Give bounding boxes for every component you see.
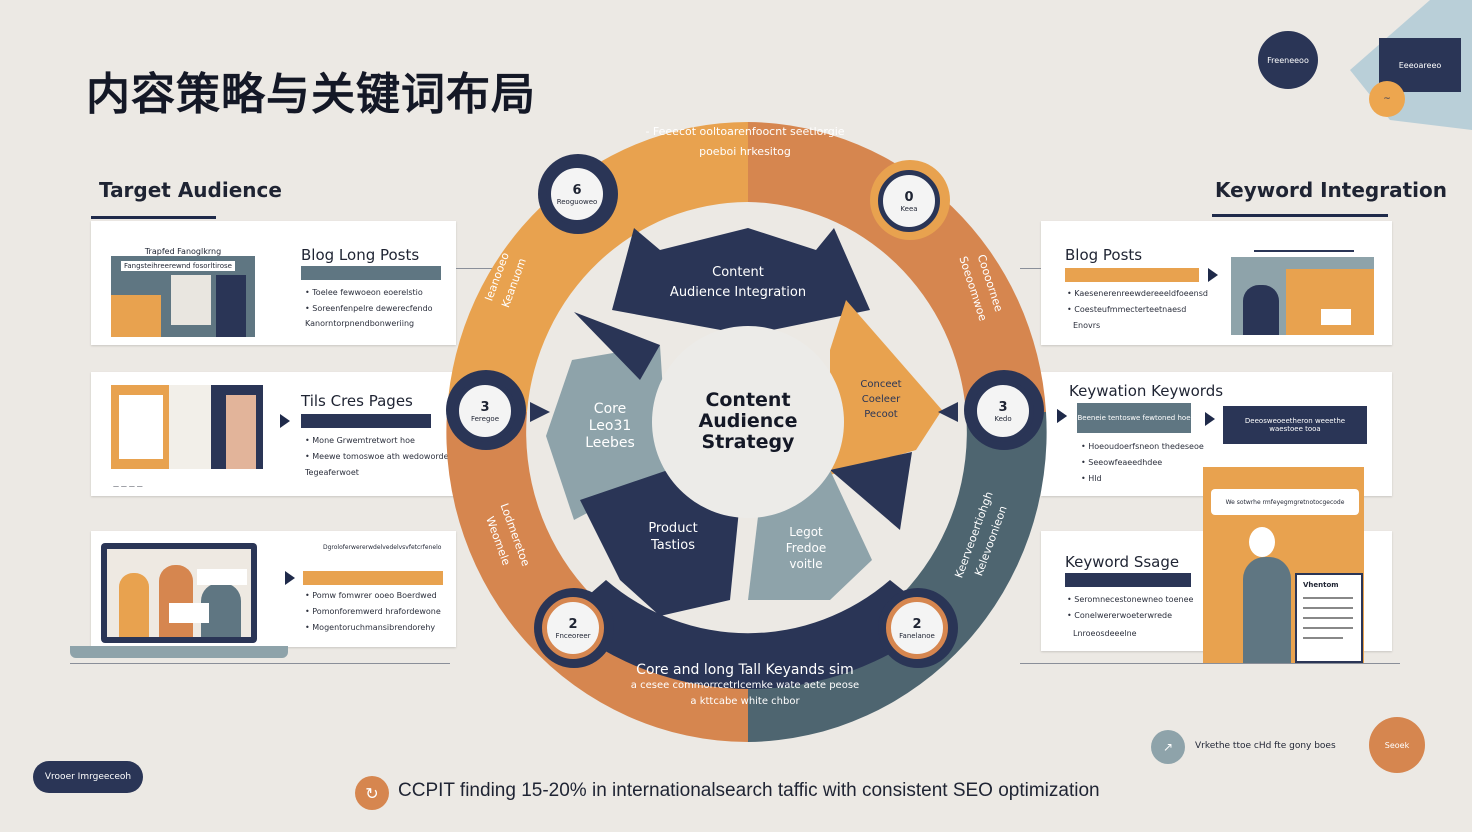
card-bullet: Enovrs (1073, 321, 1101, 330)
small-card-title: Vhentom (1303, 581, 1339, 589)
illustration-image (1231, 257, 1374, 335)
card-bar (301, 266, 441, 280)
top-right-circle-label: Freeneeoo (1267, 55, 1309, 65)
laptop-illustration (101, 543, 257, 643)
card-bullet: • Soreenfenpelre dewerecfendo (305, 304, 433, 313)
card-bullet: • Hoeoudoerfsneon thedeseoe (1081, 442, 1204, 451)
connector-line (70, 663, 450, 664)
inner-segment-right (830, 300, 942, 475)
ring-segment-top-right (748, 122, 1046, 412)
card-bullet: Kanorntorpnendbonweriing (305, 319, 415, 328)
card-bullet: • Mogentoruchmansibrendorehy (305, 623, 436, 632)
connector-line (456, 268, 496, 269)
card-title: Tils Cres Pages (301, 392, 413, 410)
image-subtitle: Fangsteihreerewnd fosorltirose (121, 261, 235, 271)
card-bar (301, 414, 431, 428)
top-right-small-circle: ~ (1369, 81, 1405, 117)
card-bar (1065, 573, 1191, 587)
card-bullet: • Coesteufmmecterteetnaesd (1067, 305, 1187, 314)
arrow-right-icon (1205, 412, 1215, 426)
arrow-right-icon (280, 414, 290, 428)
right-section-rule (1212, 214, 1388, 217)
card-bullet: • Toelee fewwoeon eoerelstio (305, 288, 423, 297)
connector-line (1020, 268, 1041, 269)
footer-statistic: CCPIT finding 15-20% in internationalsea… (398, 780, 1100, 801)
keyword-box-navy: Deeosweoeetheron weeethe waestoee tooa (1223, 406, 1367, 444)
top-right-box-label: Eeeoareeo (1398, 60, 1442, 70)
top-right-small-circle-label: ~ (1383, 94, 1391, 104)
wheel-center-circle (652, 326, 844, 518)
card-bullet: • Kaesenerenreewdereeeldfoeensd (1067, 289, 1208, 298)
card-bullet: Tegeaferwoet (305, 468, 359, 477)
card-bullet: Lnroeosdeeelne (1073, 629, 1137, 638)
left-card-blog-long-posts[interactable]: Trapfed Fanoglkrng Fangsteihreerewnd fos… (91, 221, 456, 345)
card-bullet: • Seeowfeaeedhdee (1081, 458, 1163, 467)
inner-segment-left (546, 345, 668, 520)
arrow-right-icon (1208, 268, 1218, 282)
left-section-rule (91, 216, 216, 219)
bottom-left-pill[interactable]: Vrooer Imrgeeceoh (33, 761, 143, 793)
card-bullet: • Pomw fomwrer ooeo Boerdwed (305, 591, 437, 600)
card-bullet: • Hld (1081, 474, 1102, 483)
left-card-three[interactable]: Dgroloferwererwdelvedelvsvfetcrfenelo • … (91, 531, 456, 647)
illustration-image (111, 385, 263, 469)
right-card-blog-posts[interactable]: Blog Posts • Kaesenerenreewdereeeldfoeen… (1041, 221, 1392, 345)
card-dash-line (1254, 250, 1354, 252)
keyword-box: Beeneie tentoswe fewtoned hoe (1077, 403, 1191, 433)
card-bullet: • Meewe tomoswoe ath wedoworde (305, 452, 449, 461)
card-title: Blog Long Posts (301, 246, 420, 264)
growth-icon: ↻ (355, 776, 389, 810)
right-card-keywation-keywords[interactable]: Keywation Keywords Beeneie tentoswe fewt… (1041, 372, 1392, 496)
ring-segment-top-left (447, 122, 748, 412)
laptop-base (70, 646, 288, 658)
arrow-right-icon (1057, 409, 1067, 423)
card-bar (1065, 268, 1199, 282)
page-title: 内容策略与关键词布局 (86, 69, 536, 120)
ring-segment-bottom (560, 580, 940, 690)
left-section-heading: Target Audience (99, 178, 282, 202)
popup-text-box: We sotwrhe rmfeyegmgretnotocgecode (1211, 489, 1359, 515)
card-bullet: • Mone Grwemtretwort hoe (305, 436, 415, 445)
card-top-caption: Dgroloferwererwdelvedelvsvfetcrfenelo (323, 544, 442, 551)
connector-line (1020, 663, 1400, 664)
card-bullet: • Pomonforemwerd hrafordewone (305, 607, 441, 616)
image-caption: — — — — (113, 483, 143, 490)
bottom-right-circle: Seoek (1369, 717, 1425, 773)
info-icon: ↗ (1151, 730, 1185, 764)
card-bullet: • Conelwererwoeterwrede (1067, 611, 1173, 620)
small-card: Vhentom (1295, 573, 1363, 663)
card-bar (303, 571, 443, 585)
card-bullet: • Seromnecestonewneo toenee (1067, 595, 1194, 604)
card-title: Keyword Ssage (1065, 553, 1180, 571)
bottom-right-text: Vrkethe ttoe cHd fte gony boes (1195, 741, 1336, 751)
wheel-outer-bottom-text: Core and long Tall Keyands sim a cesee c… (630, 662, 860, 707)
inner-segment-bottom-left (580, 470, 740, 616)
arrow-right-icon (285, 571, 295, 585)
orange-illustration-panel: We sotwrhe rmfeyegmgretnotocgecode Vhent… (1203, 467, 1364, 663)
inner-segment-top (612, 228, 870, 335)
card-title: Blog Posts (1065, 246, 1143, 264)
image-title: Trapfed Fanoglkrng (111, 247, 255, 256)
left-card-tils-cres-pages[interactable]: — — — — Tils Cres Pages • Mone Grwemtret… (91, 372, 456, 496)
right-section-heading: Keyword Integration (1215, 178, 1447, 202)
top-right-circle-badge: Freeneeoo (1258, 31, 1318, 89)
card-title: Keywation Keywords (1069, 382, 1224, 400)
